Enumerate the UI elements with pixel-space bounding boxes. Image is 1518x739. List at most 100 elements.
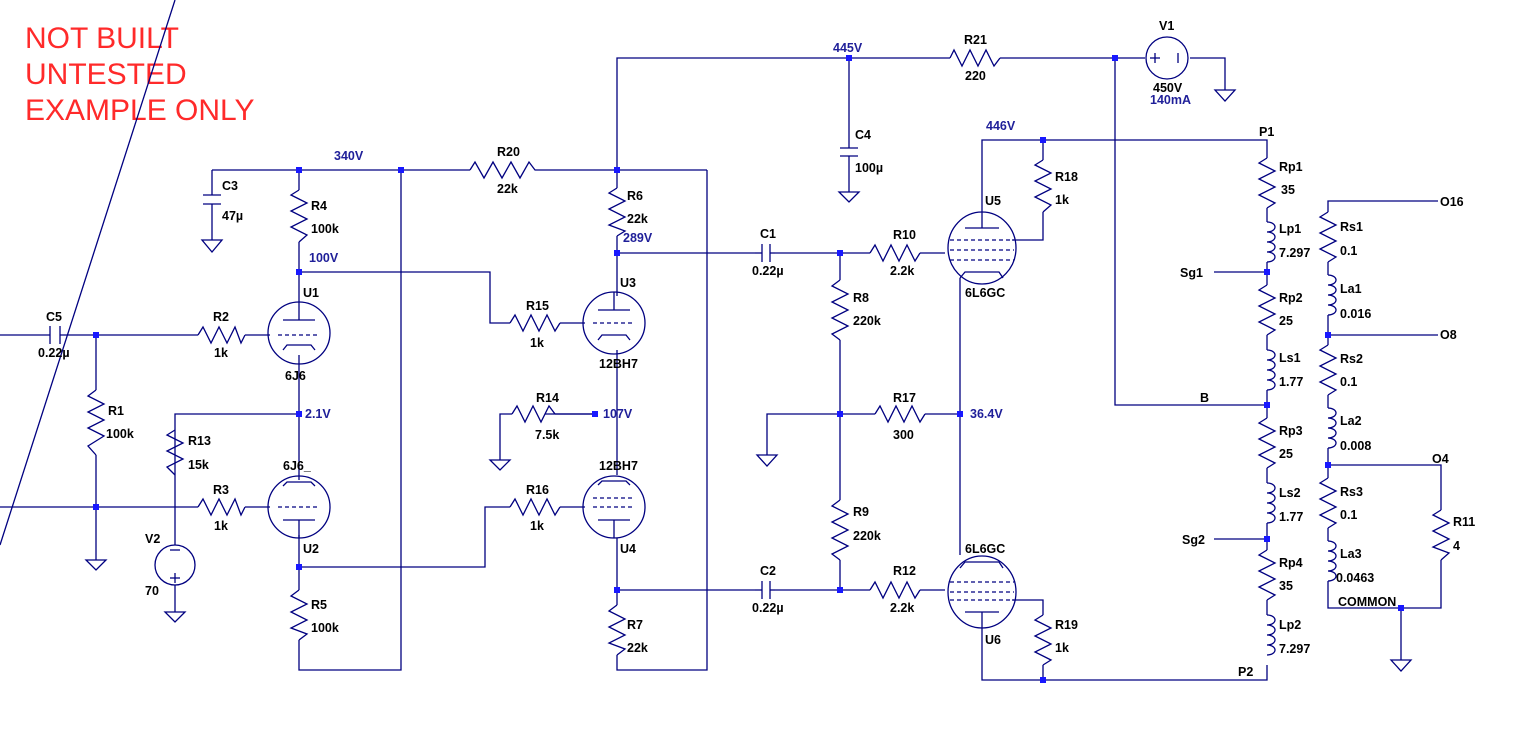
wires xyxy=(0,0,1442,681)
Rp3-value: 25 xyxy=(1279,447,1293,461)
V2-name: V2 xyxy=(145,532,160,546)
Rp4-name: Rp4 xyxy=(1279,556,1303,570)
V1-symbol xyxy=(1145,36,1189,80)
Ls1-symbol xyxy=(1266,349,1276,391)
R10-symbol xyxy=(869,243,921,263)
R19-symbol xyxy=(1033,614,1053,666)
R10-value: 2.2k xyxy=(890,264,914,278)
R14-value: 7.5k xyxy=(535,428,559,442)
capacitors xyxy=(49,147,858,599)
Rs2-name: Rs2 xyxy=(1340,352,1363,366)
R17-value: 300 xyxy=(893,428,914,442)
resistors xyxy=(86,48,1451,666)
Lp1-name: Lp1 xyxy=(1279,222,1301,236)
R14-name: R14 xyxy=(536,391,559,405)
U1-type: 6J6 xyxy=(285,369,306,383)
R15-value: 1k xyxy=(530,336,544,350)
ground-v2 xyxy=(163,611,187,623)
Lp2-symbol xyxy=(1266,614,1276,656)
Lp2-value: 7.297 xyxy=(1279,642,1310,656)
R16-value: 1k xyxy=(530,519,544,533)
Sg2-label: Sg2 xyxy=(1182,533,1205,547)
C1-name: C1 xyxy=(760,227,776,241)
U5-type: 6L6GC xyxy=(965,286,1005,300)
Rs2-value: 0.1 xyxy=(1340,375,1357,389)
R17-name: R17 xyxy=(893,391,916,405)
Rp2-symbol xyxy=(1257,284,1277,336)
voltage-2-1: 2.1V xyxy=(305,407,331,421)
Rs2-symbol xyxy=(1318,344,1338,396)
C5-name: C5 xyxy=(46,310,62,324)
Ls1-value: 1.77 xyxy=(1279,375,1303,389)
R9-name: R9 xyxy=(853,505,869,519)
C3-symbol xyxy=(203,194,221,205)
R4-value: 100k xyxy=(311,222,339,236)
ground-r1 xyxy=(84,559,108,571)
U3-symbol xyxy=(582,291,646,355)
R11-name: R11 xyxy=(1453,515,1475,529)
R13-name: R13 xyxy=(188,434,211,448)
Rp4-symbol xyxy=(1257,549,1277,601)
R8-name: R8 xyxy=(853,291,869,305)
R11-value: 4 xyxy=(1453,539,1460,553)
R21-symbol xyxy=(949,48,1001,68)
R6-symbol xyxy=(607,187,627,237)
R14-symbol xyxy=(511,404,556,424)
Ls1-name: Ls1 xyxy=(1279,351,1301,365)
U4-name: U4 xyxy=(620,542,636,556)
La3-value: 0.0463 xyxy=(1336,571,1374,585)
C4-symbol xyxy=(840,147,858,157)
U2-type: 6J6_ xyxy=(283,459,312,473)
Rp1-symbol xyxy=(1257,157,1277,209)
V2-symbol xyxy=(154,544,196,586)
R7-value: 22k xyxy=(627,641,648,655)
C2-value: 0.22µ xyxy=(752,601,784,615)
Rp4-value: 35 xyxy=(1279,579,1293,593)
R16-symbol xyxy=(509,497,561,517)
R6-name: R6 xyxy=(627,189,643,203)
C1-value: 0.22µ xyxy=(752,264,784,278)
U6-name: U6 xyxy=(985,633,1001,647)
C4-value: 100µ xyxy=(855,161,883,175)
Ls2-name: Ls2 xyxy=(1279,486,1301,500)
R2-value: 1k xyxy=(214,346,228,360)
COMMON-label: COMMON xyxy=(1338,595,1396,609)
U2-symbol xyxy=(267,475,331,539)
Rs3-name: Rs3 xyxy=(1340,485,1363,499)
voltage-446: 446V xyxy=(986,119,1016,133)
C1-symbol xyxy=(755,244,775,262)
R21-value: 220 xyxy=(965,69,986,83)
U6-symbol xyxy=(947,555,1017,629)
R7-symbol xyxy=(607,604,627,656)
R21-name: R21 xyxy=(964,33,987,47)
Rs3-symbol xyxy=(1318,477,1338,529)
Ls2-symbol xyxy=(1266,482,1276,524)
R11-symbol xyxy=(1431,509,1451,561)
U3-name: U3 xyxy=(620,276,636,290)
R10-name: R10 xyxy=(893,228,916,242)
grounds xyxy=(84,89,1413,672)
Rp1-name: Rp1 xyxy=(1279,160,1303,174)
R18-value: 1k xyxy=(1055,193,1069,207)
O8-label: O8 xyxy=(1440,328,1457,342)
ground-r14 xyxy=(488,459,512,471)
R15-name: R15 xyxy=(526,299,549,313)
Rp1-value: 35 xyxy=(1281,183,1295,197)
R5-value: 100k xyxy=(311,621,339,635)
C2-symbol xyxy=(755,581,775,599)
R12-name: R12 xyxy=(893,564,916,578)
voltage-sources xyxy=(154,36,1189,586)
Lp2-name: Lp2 xyxy=(1279,618,1301,632)
inductors xyxy=(1266,221,1337,656)
warning-banner: NOT BUILT UNTESTED EXAMPLE ONLY xyxy=(25,22,255,127)
R15-symbol xyxy=(509,313,561,333)
Rs1-name: Rs1 xyxy=(1340,220,1363,234)
O4-label: O4 xyxy=(1432,452,1449,466)
ground-c4 xyxy=(837,191,861,203)
voltage-100: 100V xyxy=(309,251,339,265)
ground-v1 xyxy=(1213,89,1237,102)
junctions xyxy=(93,55,1404,683)
ground-r17 xyxy=(755,454,779,467)
ground-c3 xyxy=(200,239,224,254)
R3-name: R3 xyxy=(213,483,229,497)
